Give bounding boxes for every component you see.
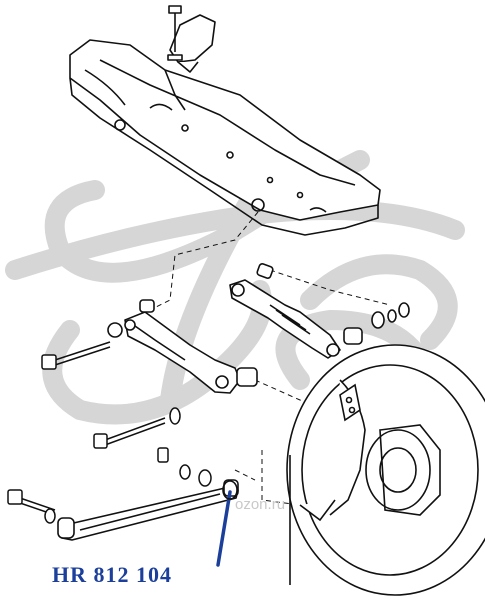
lower-control-arm	[107, 299, 258, 394]
watermark-text: ozon.ru	[235, 496, 286, 513]
part-number-label: HR 812 104	[52, 562, 172, 587]
mounting-bolts	[7, 341, 212, 524]
wheel-brake-assembly	[286, 344, 485, 596]
part-pointer	[216, 480, 238, 567]
right-bushing-set	[343, 302, 410, 345]
rear-crossmember	[69, 39, 381, 236]
upper-lateral-link	[229, 263, 341, 359]
trailing-link	[57, 479, 239, 541]
assembly-guide-lines	[149, 211, 391, 506]
mounting-bracket	[167, 5, 216, 73]
